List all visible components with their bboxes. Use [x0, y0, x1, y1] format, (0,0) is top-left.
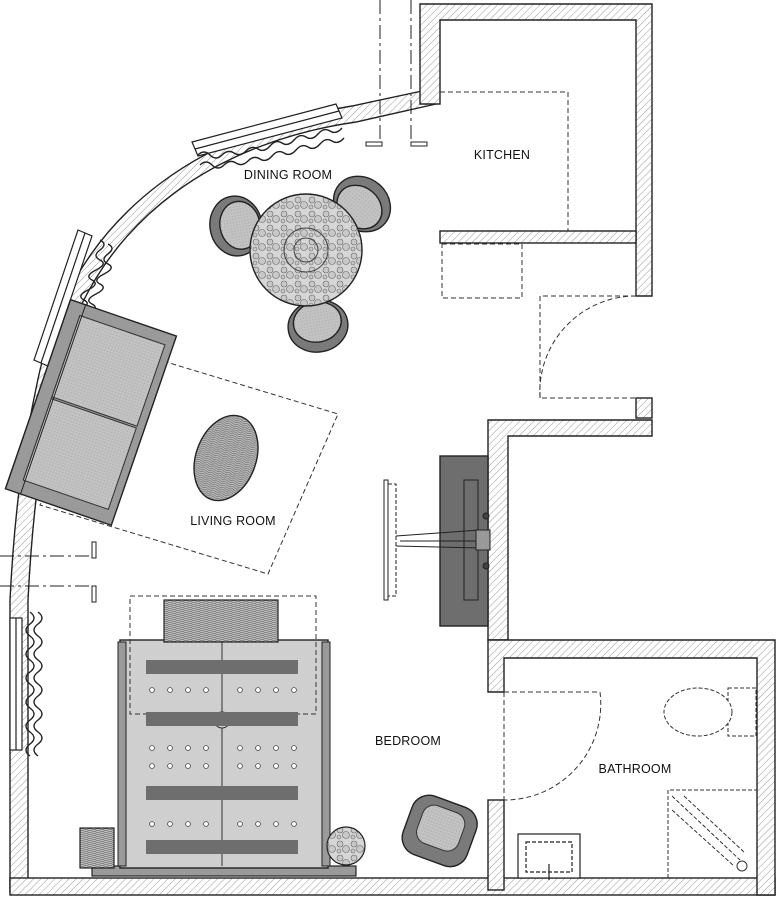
kitchen-counter	[440, 91, 569, 299]
armchair-icon	[401, 794, 478, 868]
door-swing-icon	[503, 295, 637, 801]
dining-table-icon	[249, 193, 363, 307]
opening-marks	[0, 0, 428, 603]
room-label-bedroom: BEDROOM	[375, 734, 441, 748]
toilet-icon	[663, 687, 757, 737]
sofa-icon	[4, 298, 178, 527]
bed-icon	[91, 595, 357, 877]
nightstand-icon	[79, 826, 366, 869]
tv-icon	[383, 479, 491, 601]
sink-icon	[517, 833, 581, 880]
room-label-kitchen: KITCHEN	[474, 148, 530, 162]
walls	[9, 3, 776, 896]
room-label-dining: DINING ROOM	[244, 168, 332, 182]
dining-chair-icon	[209, 175, 392, 353]
shower-icon	[667, 789, 757, 878]
window-icon	[9, 103, 343, 751]
room-label-bathroom: BATHROOM	[599, 762, 672, 776]
room-label-living: LIVING ROOM	[190, 514, 276, 528]
rug-icon	[39, 344, 339, 575]
coffee-table-icon	[193, 414, 259, 502]
